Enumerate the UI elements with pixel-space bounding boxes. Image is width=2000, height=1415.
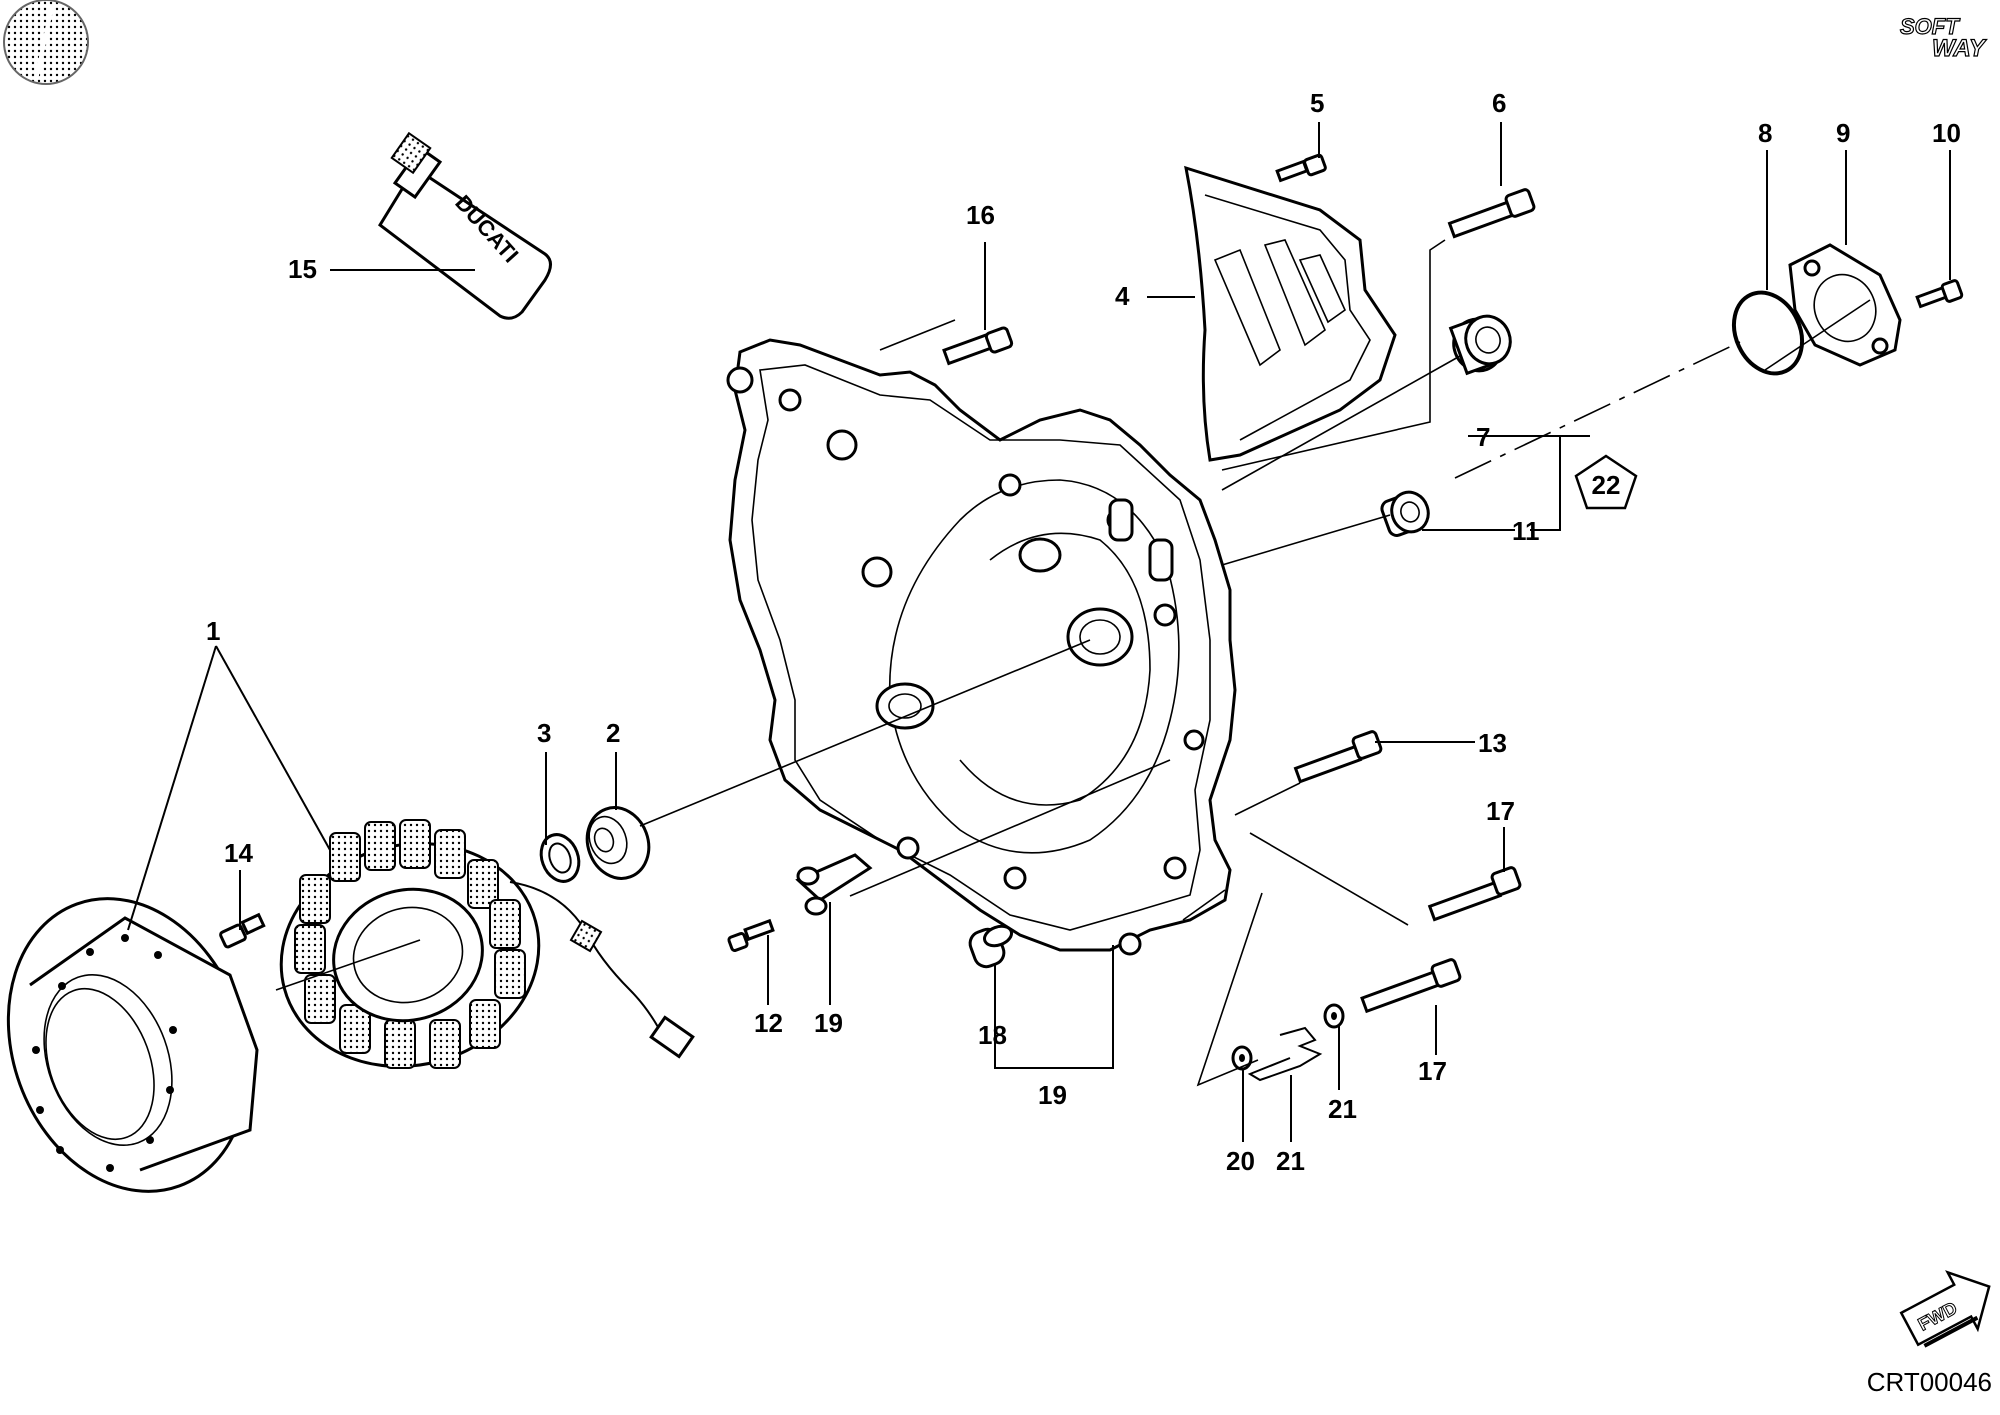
part-generator-cover — [726, 338, 1237, 956]
callout-4: 4 — [1115, 281, 1130, 311]
part-dowel — [968, 924, 1014, 969]
part-screw-5 — [1275, 153, 1327, 183]
part-circlip — [539, 833, 581, 883]
callout-6: 6 — [1492, 88, 1506, 118]
drawing-code: CRT00046 — [1866, 1367, 1992, 1397]
callout-21-upper: 21 — [1328, 1094, 1357, 1124]
part-screw-12 — [727, 918, 775, 952]
part-sprocket-cover — [1184, 165, 1397, 462]
fwd-arrow-icon: FWD — [1899, 1270, 1991, 1348]
softway-logo-icon: SOFT WAY — [1892, 11, 1994, 63]
part-washer-21-lower — [1231, 1045, 1253, 1071]
kit-pentagon-icon: 22 — [1574, 454, 1638, 510]
callout-labels: 1 2 3 4 5 6 7 8 9 10 11 12 13 14 15 16 1… — [206, 88, 1961, 1176]
part-bolt-6 — [1447, 188, 1536, 239]
callout-1: 1 — [206, 616, 220, 646]
part-bolt-17-lower — [1360, 958, 1462, 1014]
callout-10: 10 — [1932, 118, 1961, 148]
logo-way-text: WAY — [1932, 35, 1987, 62]
part-bolt-14 — [219, 912, 266, 949]
part-bolt-16 — [942, 326, 1014, 366]
callout-14: 14 — [224, 838, 253, 868]
part-o-ring — [1731, 290, 1805, 376]
callout-19-kit: 22 — [1592, 470, 1621, 500]
leader-lines — [127, 122, 1951, 1142]
callout-17-upper: 17 — [1486, 796, 1515, 826]
callout-2: 2 — [606, 718, 620, 748]
callout-15: 15 — [288, 254, 317, 284]
callout-18: 18 — [978, 1020, 1007, 1050]
callout-13: 13 — [1478, 728, 1507, 758]
callout-19: 19 — [1038, 1080, 1067, 1110]
catalog-disc-icon — [3, 0, 89, 85]
part-washer-21-upper — [1323, 1003, 1345, 1029]
callout-22: 21 — [1276, 1146, 1305, 1176]
part-generator-stator — [279, 819, 695, 1069]
part-screw-10 — [1915, 279, 1964, 309]
callout-9: 9 — [1836, 118, 1850, 148]
callout-5: 5 — [1310, 88, 1324, 118]
callout-7: 7 — [1476, 422, 1490, 452]
callout-17-lower: 17 — [1418, 1056, 1447, 1086]
part-cable-bracket — [795, 853, 873, 916]
part-oil-seal-11 — [1380, 490, 1430, 537]
callout-8: 8 — [1758, 118, 1772, 148]
callout-16: 16 — [966, 200, 995, 230]
callout-3: 3 — [537, 718, 551, 748]
part-bolt-17-upper — [1427, 866, 1522, 922]
callout-20: 19 — [814, 1008, 843, 1038]
callout-11: 11 — [1512, 516, 1540, 546]
callout-12: 12 — [754, 1008, 783, 1038]
logo-soft-text: SOFT — [1900, 14, 1960, 39]
part-oil-seal-7 — [1448, 314, 1512, 376]
part-generator-rotor — [6, 897, 259, 1193]
part-grease-tube: DUCATI — [378, 131, 552, 320]
part-bearing — [585, 806, 651, 880]
part-wire-clip — [1247, 1026, 1323, 1082]
callout-21-lower: 20 — [1226, 1146, 1255, 1176]
part-flange — [1788, 243, 1902, 367]
part-bolt-13 — [1293, 730, 1383, 784]
